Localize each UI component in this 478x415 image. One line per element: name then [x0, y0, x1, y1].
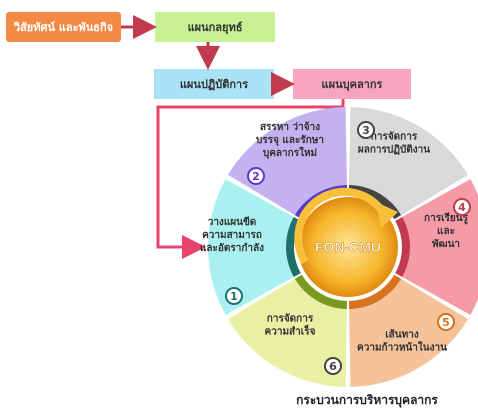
connector-hr-to-cycle	[156, 99, 345, 259]
segment-2-number: 2	[252, 170, 260, 183]
segment-2-label-line: บุคลากรใหม่	[263, 146, 317, 159]
segment-2-label-line: สรรหา ว่าจ้าง	[260, 121, 320, 133]
ring-arc-1	[286, 216, 301, 278]
segment-4-label-line: และ	[437, 226, 455, 237]
hr-plan-label: แผนบุคลากร	[321, 78, 383, 91]
center-circle	[298, 197, 398, 297]
segment-2	[227, 107, 347, 216]
segment-1	[208, 179, 294, 315]
segment-4-number: 4	[458, 201, 466, 214]
ring-arc-4	[395, 216, 410, 278]
segment-3-number-badge	[357, 121, 375, 139]
segment-5-label-line: เส้นทาง	[385, 329, 419, 341]
strategic-plan-label: แผนกลยุทธ์	[187, 21, 243, 34]
segment-6-number-badge	[324, 357, 342, 375]
vision-mission-label: วิสัยทัศน์ และพันธกิจ	[13, 21, 114, 34]
segment-4-label-line: การเรียนรู้	[424, 212, 469, 225]
segment-3	[349, 107, 469, 216]
segment-3-label-line: ผลการปฏิบัติงาน	[358, 144, 430, 156]
segment-1-label-line: และอัตรากำลัง	[200, 242, 264, 254]
segment-5	[349, 278, 469, 387]
ring-arc-5	[348, 274, 402, 309]
cycle-arrow-head	[376, 202, 398, 228]
strategic-plan-box: แผนกลยุทธ์	[155, 12, 275, 42]
cycle-arrow	[294, 187, 388, 265]
segment-1-number: 1	[230, 290, 238, 303]
segment-2-number-badge	[247, 167, 265, 185]
segment-6-number: 6	[329, 360, 337, 373]
cycle-segments	[208, 107, 478, 387]
segment-3-number: 3	[362, 124, 370, 137]
center-label: FON-CMU	[315, 239, 381, 255]
segment-4-number-badge	[453, 198, 471, 216]
ring-arc-6	[294, 274, 348, 309]
segment-2-label-line: บรรจุ และรักษา	[256, 134, 324, 146]
segment-6	[227, 278, 347, 387]
segment-6-label-line: ความสำเร็จ	[265, 324, 316, 338]
segment-5-label-line: ความก้าวหน้าในงาน	[357, 341, 447, 354]
operational-plan-label: แผนปฏิบัติการ	[179, 78, 249, 91]
segment-5-number: 5	[442, 316, 450, 329]
segment-1-label-line: วางแผนขีด	[208, 216, 257, 228]
segment-1-number-badge	[225, 287, 243, 305]
segment-5-number-badge	[437, 313, 455, 331]
operational-plan-box: แผนปฏิบัติการ	[154, 69, 274, 99]
hr-plan-box: แผนบุคลากร	[293, 69, 411, 99]
vision-mission-box: วิสัยทัศน์ และพันธกิจ	[6, 12, 121, 42]
segment-4-label-line: พัฒนา	[432, 238, 460, 250]
diagram-caption: กระบวนการบริหารบุคลากร	[296, 393, 438, 407]
segment-3-label-line: การจัดการ	[371, 131, 418, 143]
segment-6-label-line: การจัดการ	[267, 313, 314, 325]
segment-1-label-line: ความสามารถ	[202, 230, 262, 241]
